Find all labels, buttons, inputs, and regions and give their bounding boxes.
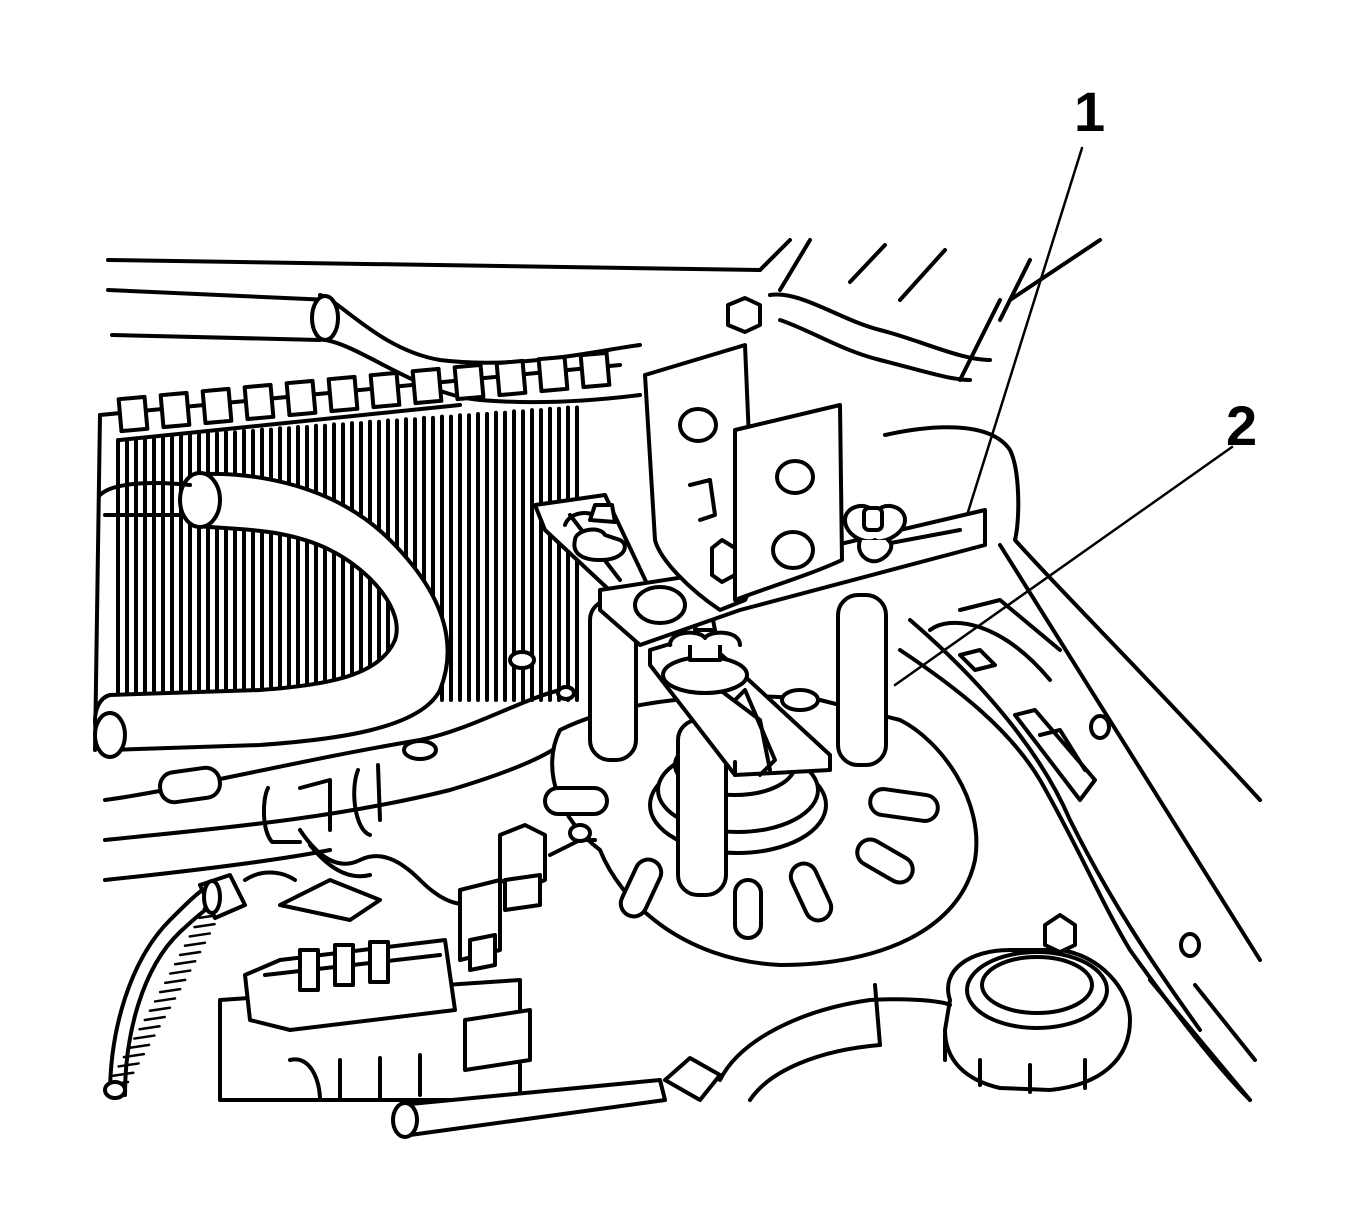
wiring-connector — [218, 823, 597, 1102]
callout-leaders — [893, 146, 1234, 687]
leader-line-1 — [966, 146, 1084, 514]
callout-2: 2 — [1226, 394, 1258, 457]
strut-bracket — [643, 343, 844, 612]
coolant-reservoir-cap — [943, 913, 1132, 1094]
callout-1: 1 — [1074, 80, 1106, 143]
bolt-top — [726, 296, 762, 334]
radiator-support — [103, 650, 576, 882]
radiator-hose — [93, 471, 450, 759]
fender-panel — [883, 425, 1262, 1102]
upper-hose-top — [310, 292, 992, 405]
lower-slotted-plate — [648, 613, 832, 777]
reservoir-hose — [663, 983, 952, 1102]
compressor-rods — [588, 593, 888, 897]
lower-hose — [391, 1078, 667, 1139]
hood-edge-lines — [106, 238, 1102, 382]
corrugated-harness — [103, 870, 297, 1100]
leader-line-2 — [893, 445, 1234, 687]
